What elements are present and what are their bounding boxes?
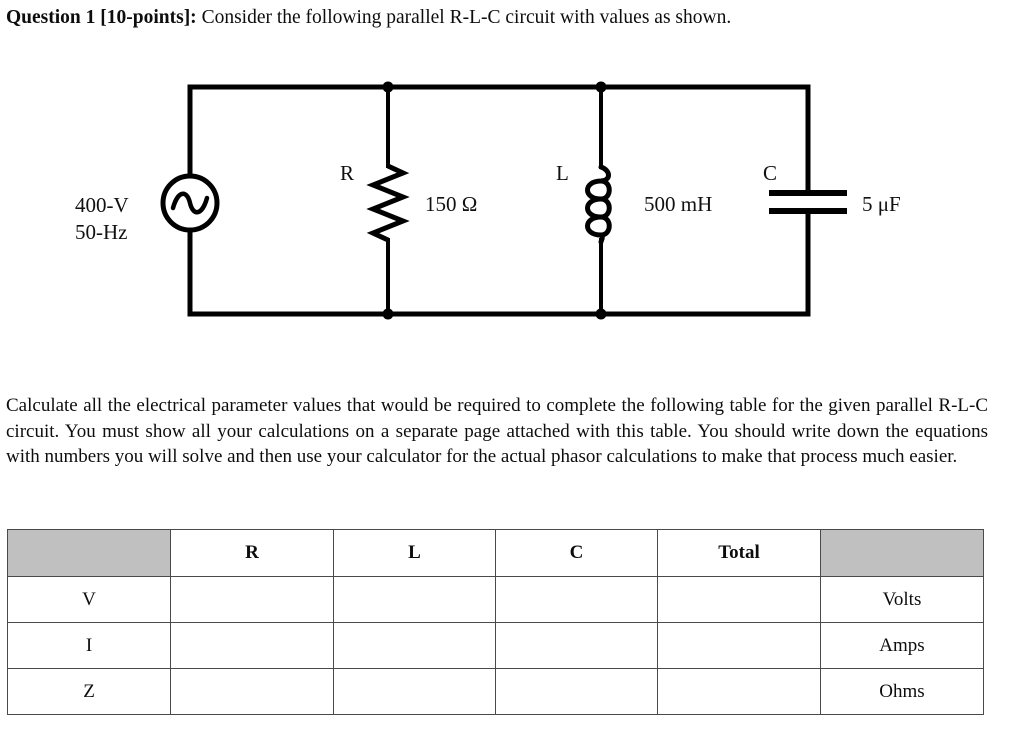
header-col-total: Total [657,529,821,577]
cell-v-total[interactable] [657,576,821,623]
source-voltage-label: 400-V [75,193,129,217]
parameter-table: R L C Total V Volts I Amps Z [7,529,984,715]
circuit-diagram: 400-V 50-Hz R 150 Ω L 500 mH C 5 μF [0,60,1024,350]
cell-v-r[interactable] [170,576,334,623]
inductor-icon [585,164,612,245]
junction-dot-l-bottom [595,308,607,320]
table-row: Z Ohms [7,668,984,715]
cell-z-l[interactable] [333,668,496,715]
junction-dot-r-top [382,81,394,93]
inductor-designator-label: L [556,161,569,185]
cell-z-c[interactable] [495,668,658,715]
header-col-l: L [333,529,496,577]
table-row: V Volts [7,576,984,623]
resistor-value-label: 150 Ω [425,192,477,216]
cell-i-l[interactable] [333,622,496,669]
unit-z: Ohms [820,668,984,715]
page-title: Question 1 [10-points]: Consider the fol… [6,6,1016,30]
header-col-c: C [495,529,658,577]
cell-z-r[interactable] [170,668,334,715]
capacitor-value-label: 5 μF [862,192,901,216]
ac-source-sine-icon [170,191,210,215]
cell-z-total[interactable] [657,668,821,715]
question-statement: Consider the following parallel R-L-C ci… [196,7,732,28]
junction-dot-l-top [595,81,607,93]
unit-v: Volts [820,576,984,623]
source-frequency-label: 50-Hz [75,220,127,244]
row-label-v: V [7,576,171,623]
inductor-value-label: 500 mH [644,192,712,216]
instructions-text: Calculate all the electrical parameter v… [6,395,988,467]
header-col-r: R [170,529,334,577]
row-label-i: I [7,622,171,669]
table-header-row: R L C Total [7,529,984,577]
cell-v-l[interactable] [333,576,496,623]
capacitor-designator-label: C [763,161,777,185]
row-label-z: Z [7,668,171,715]
cell-i-total[interactable] [657,622,821,669]
cell-i-c[interactable] [495,622,658,669]
resistor-designator-label: R [340,161,354,185]
unit-i: Amps [820,622,984,669]
cell-v-c[interactable] [495,576,658,623]
resistor-icon [366,163,410,243]
table-row: I Amps [7,622,984,669]
question-label: Question 1 [10-points]: [6,7,197,28]
header-corner-left [7,529,171,577]
header-corner-right [820,529,984,577]
cell-i-r[interactable] [170,622,334,669]
junction-dot-r-bottom [382,308,394,320]
